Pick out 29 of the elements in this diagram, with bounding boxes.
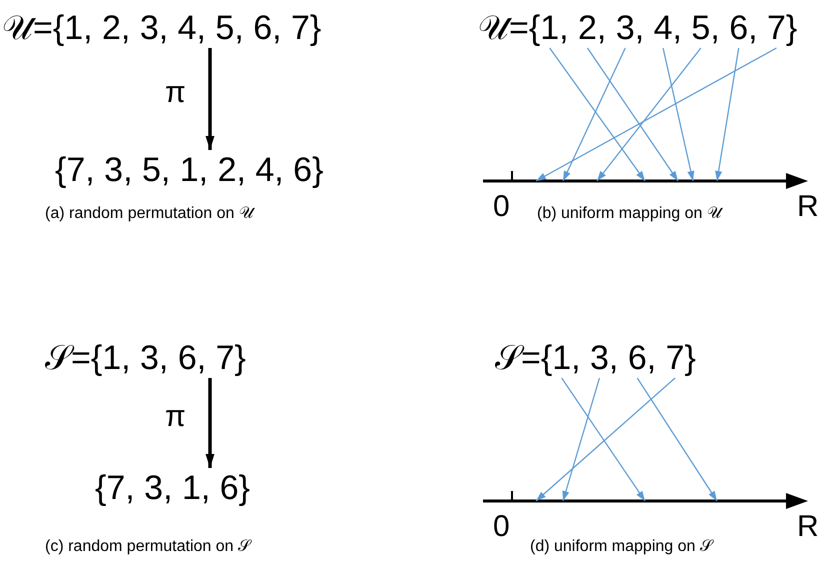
arrow — [662, 48, 694, 182]
arrow — [715, 48, 740, 182]
arrow — [586, 48, 678, 182]
arrow — [562, 48, 626, 182]
arrow — [561, 378, 646, 502]
set-notation: {7, 3, 5, 1, 2, 4, 6} — [55, 150, 324, 190]
edge-label: π — [165, 401, 186, 433]
arrow — [206, 48, 214, 150]
set-notation: 𝒰={1, 2, 3, 4, 5, 6, 7} — [478, 8, 798, 48]
arrow — [206, 378, 214, 468]
arrow — [562, 378, 600, 502]
axis-label: 0 — [493, 510, 510, 543]
set-notation: 𝒰={1, 2, 3, 4, 5, 6, 7} — [2, 8, 322, 48]
axis-label: R — [797, 510, 819, 543]
arrow — [636, 378, 718, 502]
arrow — [549, 48, 646, 182]
arrow — [596, 48, 702, 182]
subfigure-caption: (c) random permutation on 𝒮 — [45, 538, 250, 556]
subfigure-caption: (d) uniform mapping on 𝒮 — [530, 538, 712, 556]
subfigure-caption: (a) random permutation on 𝒰 — [45, 205, 253, 223]
axis-label: R — [797, 190, 819, 223]
arrow — [536, 378, 676, 502]
axis-label: 0 — [493, 190, 510, 223]
arrow — [536, 47, 777, 182]
set-notation: 𝒮={1, 3, 6, 7} — [495, 338, 696, 378]
subfigure-caption: (b) uniform mapping on 𝒰 — [537, 205, 721, 223]
set-notation: 𝒮={1, 3, 6, 7} — [45, 338, 246, 378]
set-notation: {7, 3, 1, 6} — [95, 468, 250, 508]
edge-label: π — [165, 77, 186, 109]
